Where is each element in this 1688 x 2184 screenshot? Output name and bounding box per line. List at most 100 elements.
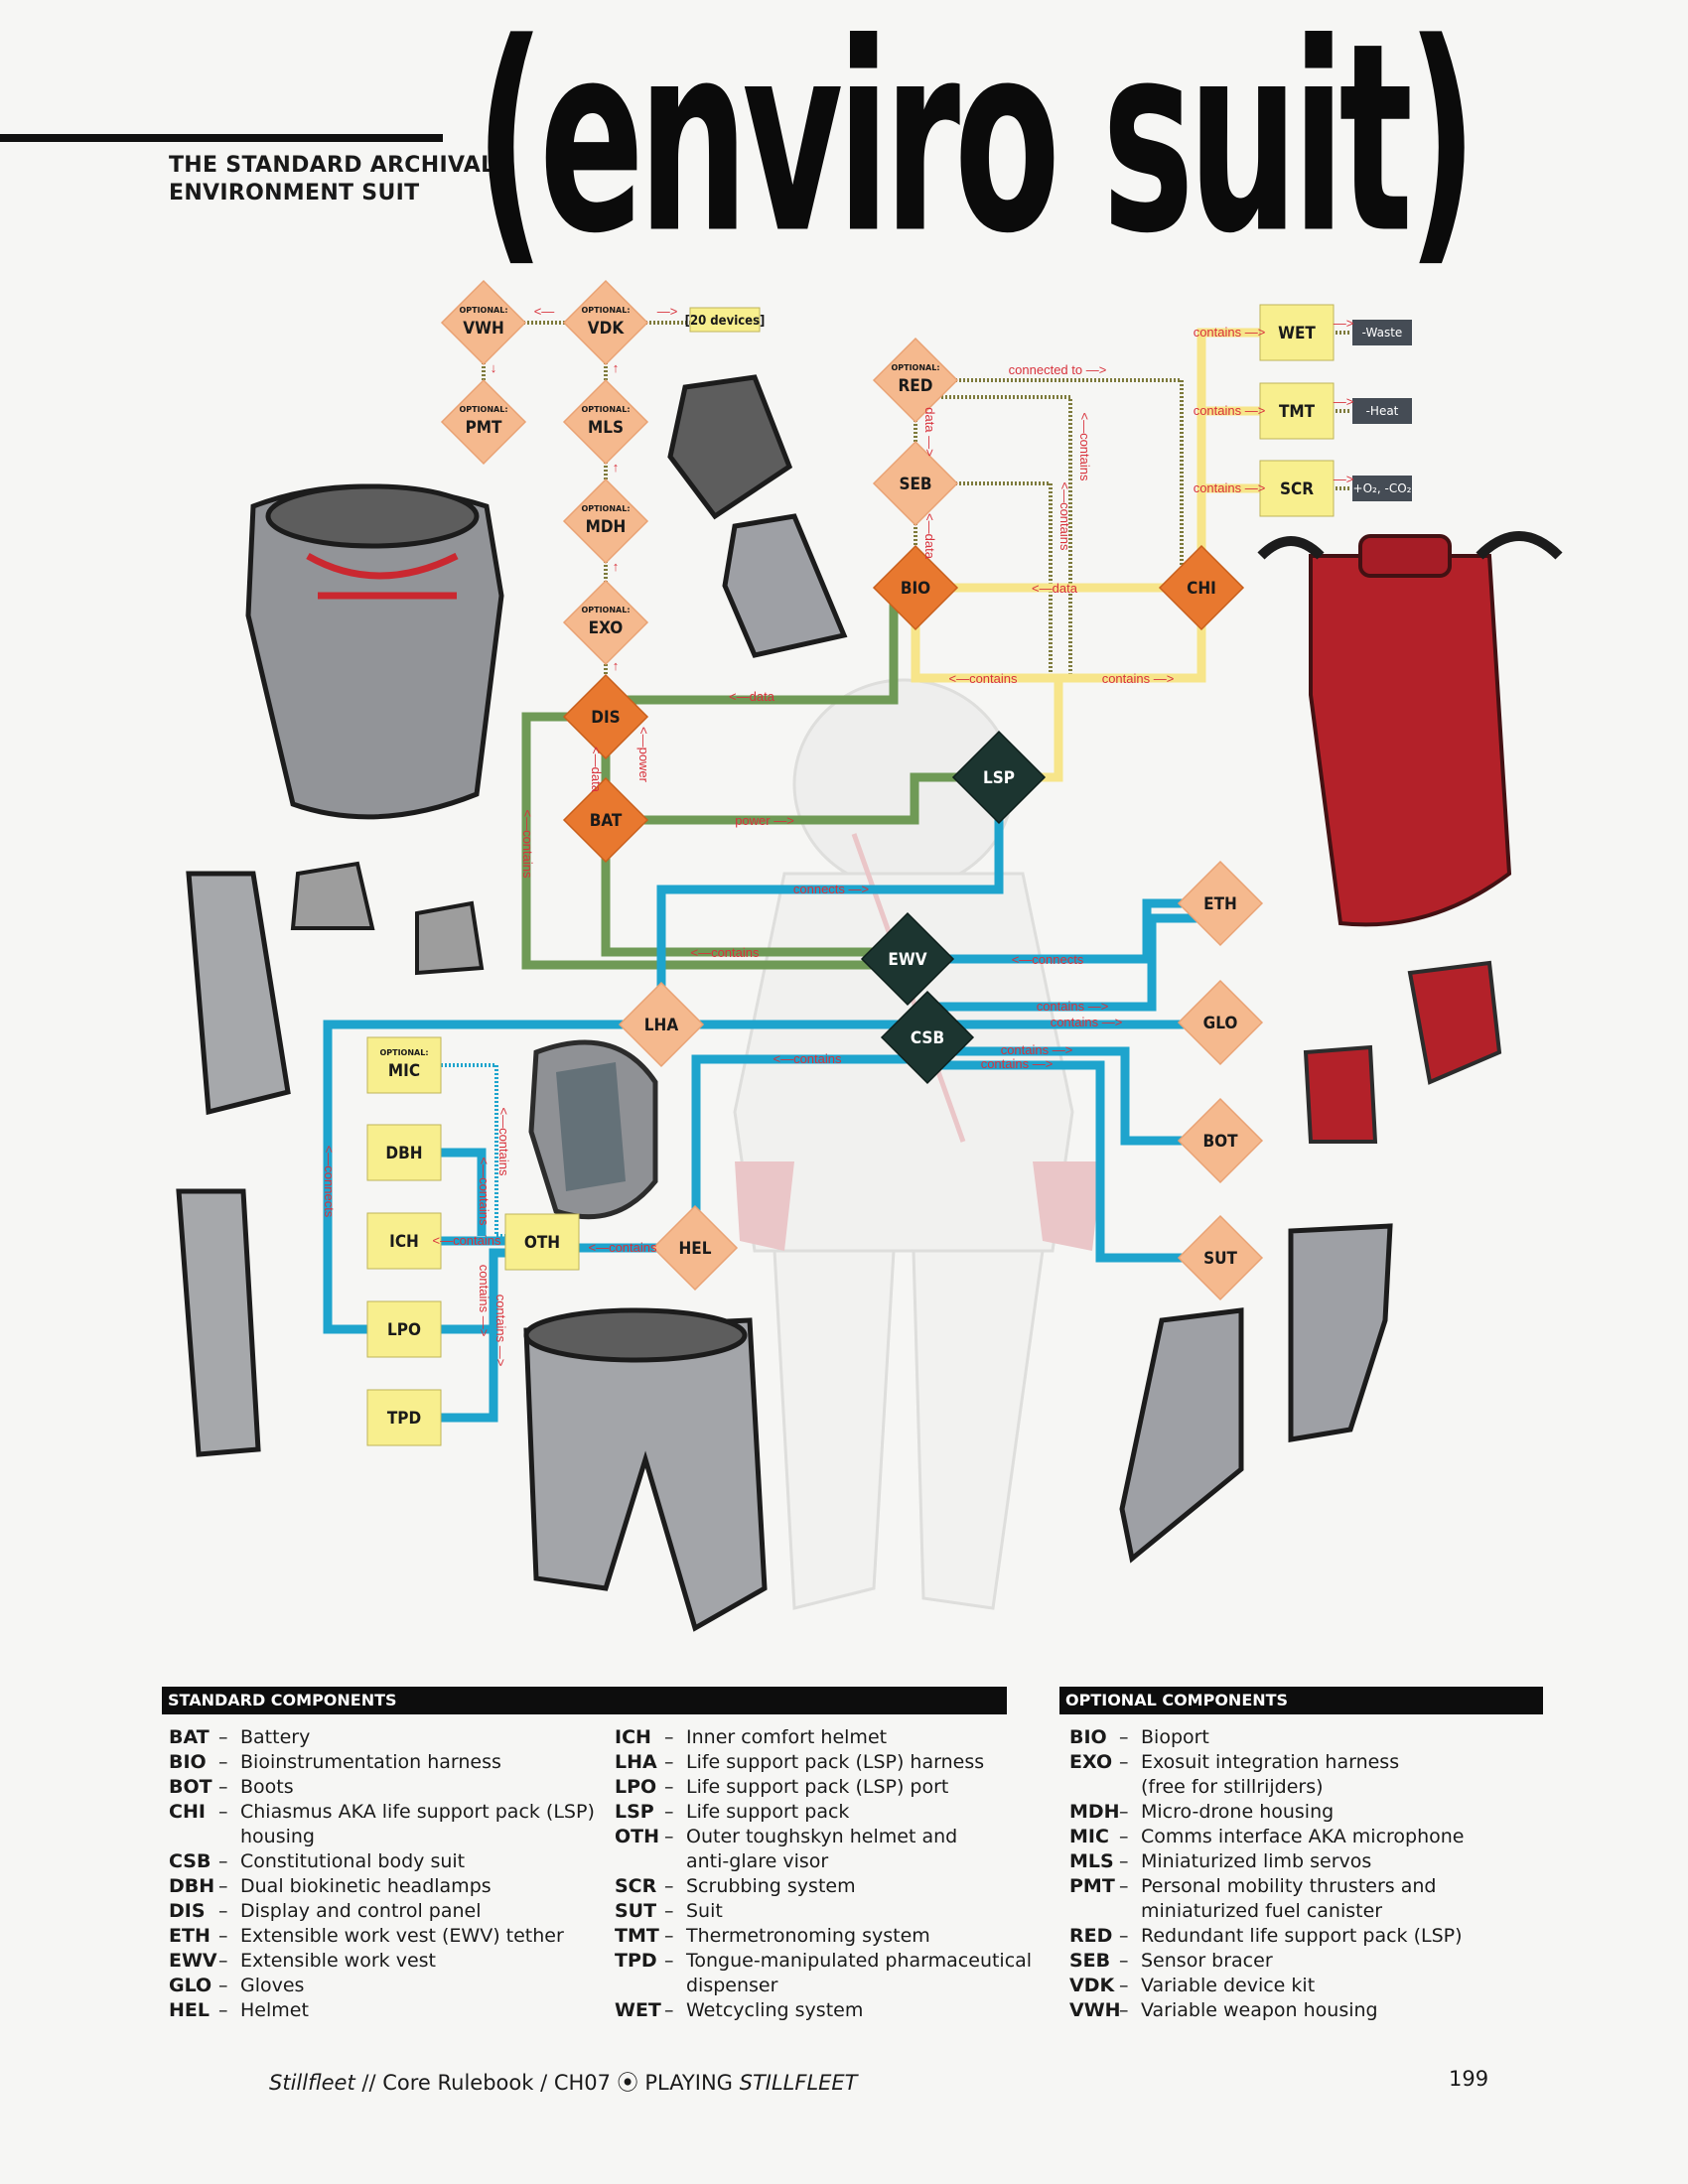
legend-abbr: PMT (1069, 1875, 1115, 1897)
legend-row: ETH–Extensible work vest (EWV) tether (169, 1924, 595, 1949)
legend-dash: – (218, 1801, 228, 1823)
node-sut: SUT (1177, 1214, 1264, 1301)
legend-desc: Scrubbing system (686, 1875, 856, 1897)
node-label: GLO (1203, 1014, 1238, 1033)
page-subtitle: THE STANDARD ARCHIVAL ENVIRONMENT SUIT (169, 153, 495, 205)
legend-dash: – (218, 1999, 228, 2021)
node-diamond (872, 440, 959, 527)
node-label: CHI (1187, 579, 1216, 599)
legend-abbr: GLO (169, 1975, 212, 1996)
legend-dash: – (1119, 1950, 1129, 1972)
edge-label-tmt: contains —> (1194, 403, 1266, 418)
legend-row: BAT–Battery (169, 1725, 595, 1750)
edge-label-scr: contains —> (1194, 480, 1266, 495)
legend-desc: Wetcycling system (686, 1999, 864, 2021)
legend-abbr: LSP (615, 1801, 654, 1823)
edge-label-chi-bio: <—data (1032, 581, 1078, 596)
legend-row: DBH–Dual biokinetic headlamps (169, 1874, 595, 1899)
edge-label-mls-vdk: ↑ (613, 360, 620, 375)
edge-label-oth-lpo: contains —> (477, 1265, 492, 1337)
legend-desc: Display and control panel (240, 1900, 482, 1922)
node-ich: ICH (366, 1212, 442, 1270)
devices-box: [20 devices] (685, 307, 766, 333)
legend-dash: – (664, 1751, 674, 1773)
node-label: LPO (387, 1320, 421, 1340)
node-label: MIC (388, 1061, 420, 1081)
node-label: RED (899, 376, 933, 396)
legend-desc: Extensible work vest (240, 1950, 436, 1972)
legend-abbr: TPD (615, 1950, 657, 1972)
pants-illustration (523, 1307, 768, 1632)
legend-desc: Miniaturized limb servos (1141, 1850, 1372, 1872)
legend-row: HEL–Helmet (169, 1998, 595, 2023)
legend-abbr: ETH (169, 1925, 211, 1947)
legend-abbr: OTH (615, 1826, 660, 1847)
legend-row: VWH–Variable weapon housing (1069, 1998, 1465, 2023)
legend-desc: Personal mobility thrusters and miniatur… (1141, 1875, 1437, 1922)
legend-row: SCR–Scrubbing system (615, 1874, 1032, 1899)
legend-abbr: BIO (169, 1751, 207, 1773)
legend-row: EXO–Exosuit integration harness (free fo… (1069, 1750, 1465, 1800)
footer-text: // Core Rulebook / CH07 ⦿ PLAYING (354, 2071, 740, 2095)
legend-dash: – (218, 1900, 228, 1922)
legend-desc: Tongue-manipulated pharmaceutical dispen… (686, 1950, 1033, 1996)
legend-dash: – (218, 1925, 228, 1947)
legend-row: LPO–Life support pack (LSP) port (615, 1775, 1032, 1800)
page-number: 199 (1449, 2067, 1489, 2091)
legend-dash: – (1119, 1999, 1129, 2021)
node-mls: OPTIONAL:MLS (562, 378, 649, 466)
legend-abbr: MLS (1069, 1850, 1114, 1872)
devices-label: [20 devices] (685, 314, 766, 329)
node-diamond (562, 673, 649, 760)
node-chi: CHI (1158, 544, 1245, 631)
node-mic: OPTIONAL:MIC (366, 1036, 442, 1094)
legend-row: VDK–Variable device kit (1069, 1974, 1465, 1998)
legend-desc: Bioport (1141, 1726, 1209, 1748)
edge-label-vdk-devices: —> (657, 304, 678, 319)
legend-desc: Sensor bracer (1141, 1950, 1273, 1972)
optional-tag: OPTIONAL: (459, 306, 507, 315)
node-diamond (562, 579, 649, 666)
output-scr: +O₂, -CO₂ (1352, 476, 1412, 501)
legend-desc: Variable weapon housing (1141, 1999, 1378, 2021)
legend-abbr: DIS (169, 1900, 206, 1922)
output-label: -Heat (1366, 404, 1399, 418)
legend-dash: – (218, 1950, 228, 1972)
node-label: ETH (1203, 894, 1237, 914)
node-label: EWV (888, 950, 926, 970)
edge-label-csb-sut: contains —> (981, 1056, 1054, 1071)
node-box (366, 1036, 442, 1094)
node-label: SEB (899, 475, 931, 494)
footer-chapter: STILLFLEET (739, 2071, 858, 2095)
node-label: HEL (679, 1239, 712, 1259)
node-label: CSB (911, 1028, 944, 1048)
legend-row: BIO–Bioport (1069, 1725, 1465, 1750)
node-pmt: OPTIONAL:PMT (440, 378, 527, 466)
node-label: LSP (983, 768, 1015, 788)
header-rule (0, 134, 443, 142)
legend-dash: – (218, 1726, 228, 1748)
node-bot: BOT (1177, 1097, 1264, 1184)
legend-abbr: WET (615, 1999, 661, 2021)
node-box (1259, 304, 1335, 361)
node-label: DIS (591, 708, 620, 728)
node-label: BAT (590, 811, 623, 831)
edge-label-oth-tpd: contains —> (493, 1295, 508, 1367)
edge-label-ewv-eth: <—connects (1012, 952, 1084, 967)
node-diamond (1177, 1097, 1264, 1184)
node-bat: BAT (562, 776, 649, 864)
legend-abbr: SUT (615, 1900, 657, 1922)
node-diamond (562, 776, 649, 864)
legend-dash: – (1119, 1975, 1129, 1996)
node-diamond (562, 478, 649, 565)
node-diamond (860, 911, 955, 1007)
node-csb: CSB (880, 990, 975, 1085)
optional-tag: OPTIONAL: (459, 405, 507, 414)
edge-label-tmt-out: —> (1334, 394, 1354, 409)
node-label: BOT (1202, 1132, 1238, 1152)
node-label: TMT (1279, 402, 1316, 422)
legend-desc: Comms interface AKA microphone (1141, 1826, 1465, 1847)
node-lsp: LSP (951, 730, 1047, 825)
